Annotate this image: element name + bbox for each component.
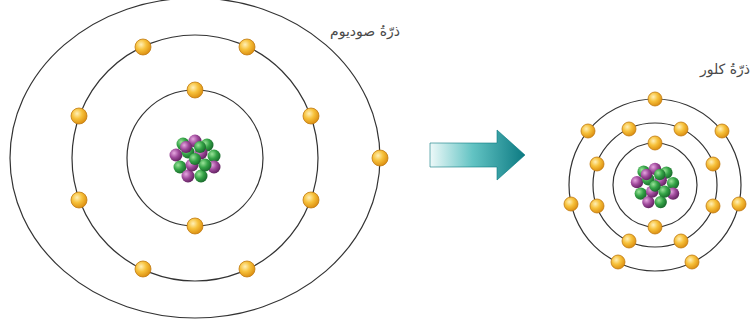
inner-shell	[127, 90, 263, 226]
electron	[135, 261, 151, 277]
electron	[674, 122, 688, 136]
reaction-arrow	[430, 130, 525, 180]
atom-label: ذرّةُ صوديوم	[330, 22, 400, 40]
electron	[71, 108, 87, 124]
outer-shell	[10, 0, 380, 318]
atom: ذرّةُ صوديوم	[8, 0, 382, 318]
electron	[239, 261, 255, 277]
nucleus	[170, 135, 221, 183]
atom: ذرّةُ كلور	[567, 97, 743, 273]
electron	[685, 255, 699, 269]
electron	[648, 220, 662, 234]
middle-shell	[72, 35, 318, 281]
electron	[622, 234, 636, 248]
outer-shell	[569, 99, 741, 271]
middle-shell	[593, 123, 717, 247]
electron	[611, 255, 625, 269]
electron	[135, 39, 151, 55]
electron	[187, 82, 203, 98]
electron	[732, 197, 746, 211]
electron	[648, 92, 662, 106]
atom-label: ذرّةُ كلور	[700, 60, 750, 78]
electron	[674, 234, 688, 248]
electron	[590, 157, 604, 171]
electron	[303, 108, 319, 124]
electron	[590, 199, 604, 213]
electron	[372, 150, 388, 166]
electron	[187, 218, 203, 234]
inner-shell	[613, 143, 697, 227]
electron	[564, 197, 578, 211]
electron	[706, 157, 720, 171]
electron	[622, 122, 636, 136]
electron	[239, 39, 255, 55]
electron	[706, 199, 720, 213]
electron	[715, 124, 729, 138]
nucleus	[631, 163, 679, 209]
electron	[71, 192, 87, 208]
electron	[648, 136, 662, 150]
electron	[581, 124, 595, 138]
electron	[303, 192, 319, 208]
